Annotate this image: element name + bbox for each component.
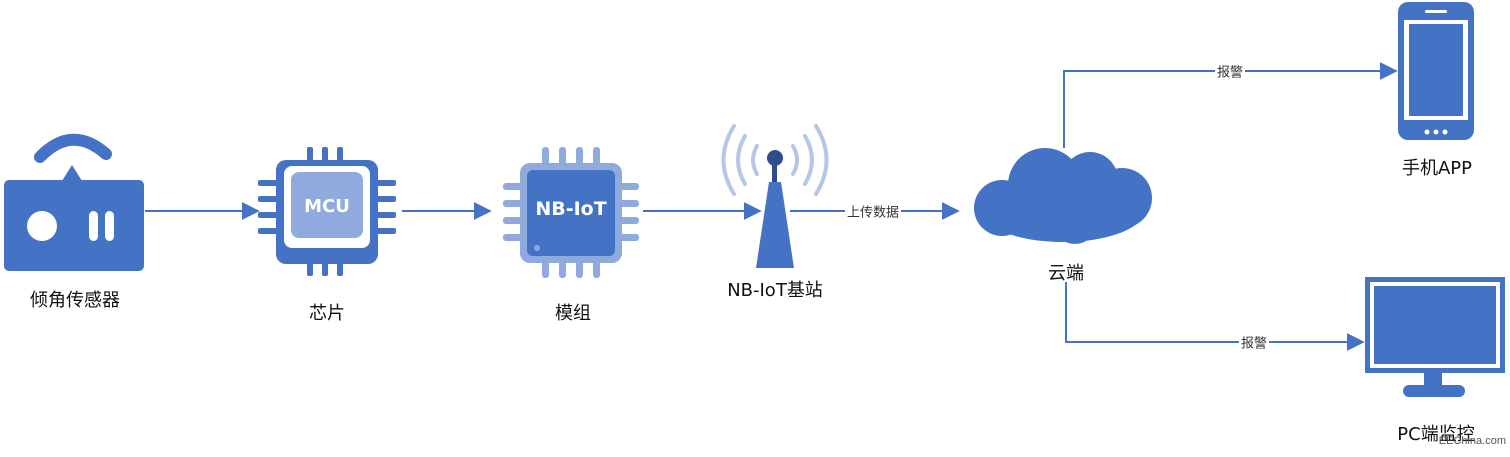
edge-label-alarm-pc: 报警 bbox=[1238, 332, 1270, 352]
label-chip: 芯片 bbox=[309, 303, 345, 324]
nbiot-chip-text: NB-IoT bbox=[535, 198, 607, 220]
label-tilt-sensor: 倾角传感器 bbox=[30, 290, 120, 311]
label-base-station: NB-IoT基站 bbox=[727, 280, 823, 301]
edge-label-alarm-phone: 报警 bbox=[1214, 61, 1246, 81]
nbiot-module-icon bbox=[503, 147, 639, 278]
edge-cloud-pc bbox=[1065, 282, 1365, 351]
label-module: 模组 bbox=[555, 303, 591, 324]
mcu-chip-text: MCU bbox=[304, 196, 350, 217]
monitor-icon bbox=[1365, 277, 1505, 397]
smartphone-icon bbox=[1398, 2, 1474, 140]
edge-label-upload: 上传数据 bbox=[844, 201, 902, 221]
antenna-tower-icon bbox=[721, 124, 829, 268]
edge-cloud-phone bbox=[1063, 62, 1398, 148]
label-phone-app: 手机APP bbox=[1401, 158, 1473, 179]
mcu-chip-icon bbox=[258, 147, 396, 276]
label-pc-monitor: PC端监控 bbox=[1397, 424, 1475, 445]
watermark: EEChina.com bbox=[1438, 435, 1506, 447]
label-cloud: 云端 bbox=[1048, 263, 1084, 284]
tilt-sensor-icon bbox=[4, 133, 144, 271]
cloud-icon bbox=[974, 148, 1152, 244]
